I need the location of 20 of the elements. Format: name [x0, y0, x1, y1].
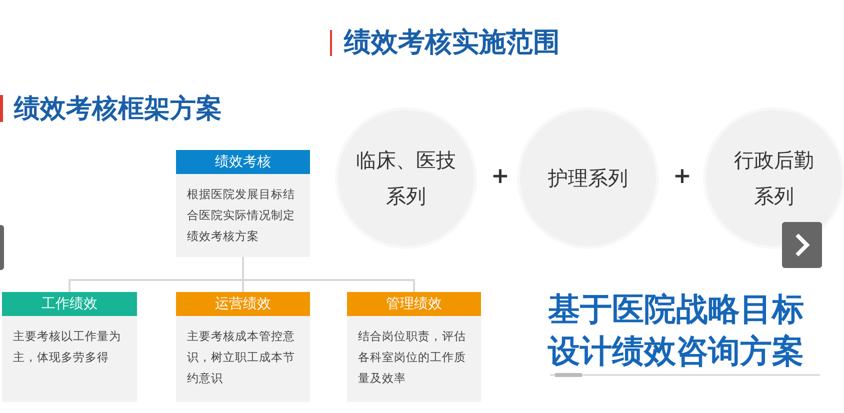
card	[2, 292, 137, 402]
section-heading: 绩效考核框架方案	[14, 93, 222, 126]
card-body-text: 根据医院发展目标结合医院实际情况制定绩效考核方案	[186, 186, 296, 245]
card	[347, 292, 481, 402]
circle-label: 临床、医技系列	[355, 147, 457, 210]
card-body-text: 结合岗位职责，评估各科室岗位的工作质量及效率	[357, 328, 467, 387]
plus-sign: +	[491, 164, 510, 189]
title: 绩效考核实施范围	[344, 26, 560, 60]
circle-label: 行政后勤系列	[733, 147, 815, 210]
slogan-text: 基于医院战略目标设计绩效咨询方案	[548, 289, 805, 372]
card-header: 运营绩效	[176, 292, 310, 316]
circle-label: 护理系列	[547, 165, 629, 192]
card-body-text: 主要考核以工作量为主，体现多劳多得	[12, 328, 122, 366]
card	[176, 150, 310, 257]
card-header: 绩效考核	[176, 150, 310, 174]
card-header: 工作绩效	[2, 292, 137, 316]
card-body-text: 主要考核成本管控意识，树立职工成本节约意识	[186, 328, 296, 387]
plus-sign: +	[673, 164, 692, 189]
card	[176, 292, 310, 402]
card-header: 管理绩效	[347, 292, 481, 316]
